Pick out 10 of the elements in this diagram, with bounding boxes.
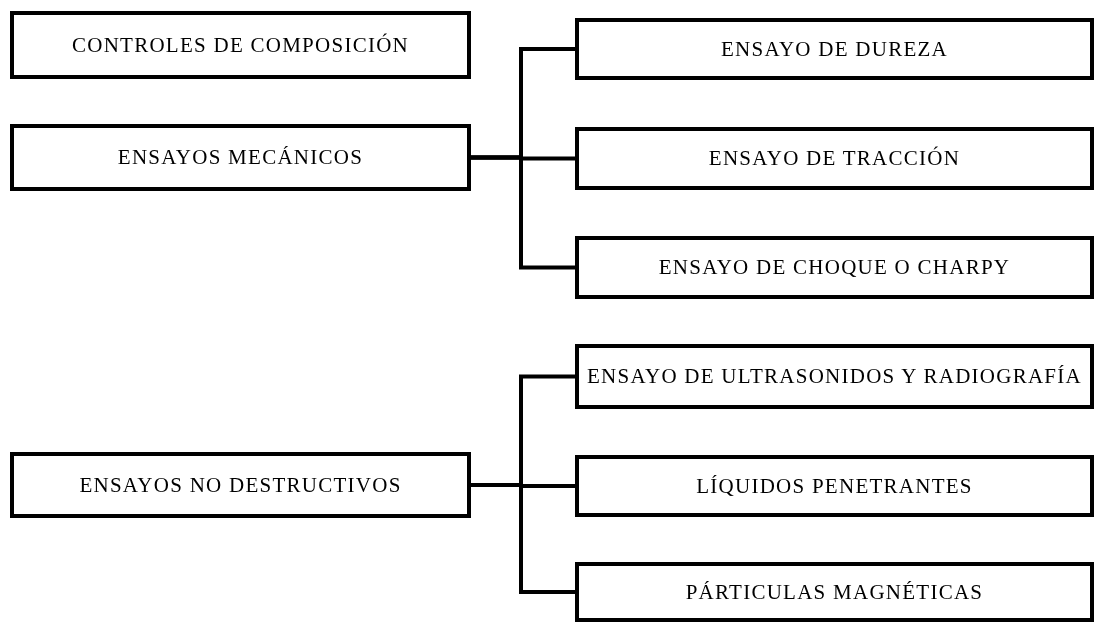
text-box: LÍQUIDOS PENETRANTES	[575, 455, 1094, 517]
text-box: ENSAYO DE ULTRASONIDOS Y RADIOGRAFÍA	[575, 344, 1094, 409]
text-box: ENSAYO DE DUREZA	[575, 18, 1094, 80]
text-box: ENSAYO DE CHOQUE O CHARPY	[575, 236, 1094, 299]
text-box: CONTROLES DE COMPOSICIÓN	[10, 11, 471, 79]
connector-line	[471, 155, 575, 270]
text-box: ENSAYOS MECÁNICOS	[10, 124, 471, 191]
text-box: ENSAYOS NO DESTRUCTIVOS	[10, 452, 471, 518]
text-box: PÁRTICULAS MAGNÉTICAS	[575, 562, 1094, 622]
text-box: ENSAYO DE TRACCIÓN	[575, 127, 1094, 190]
